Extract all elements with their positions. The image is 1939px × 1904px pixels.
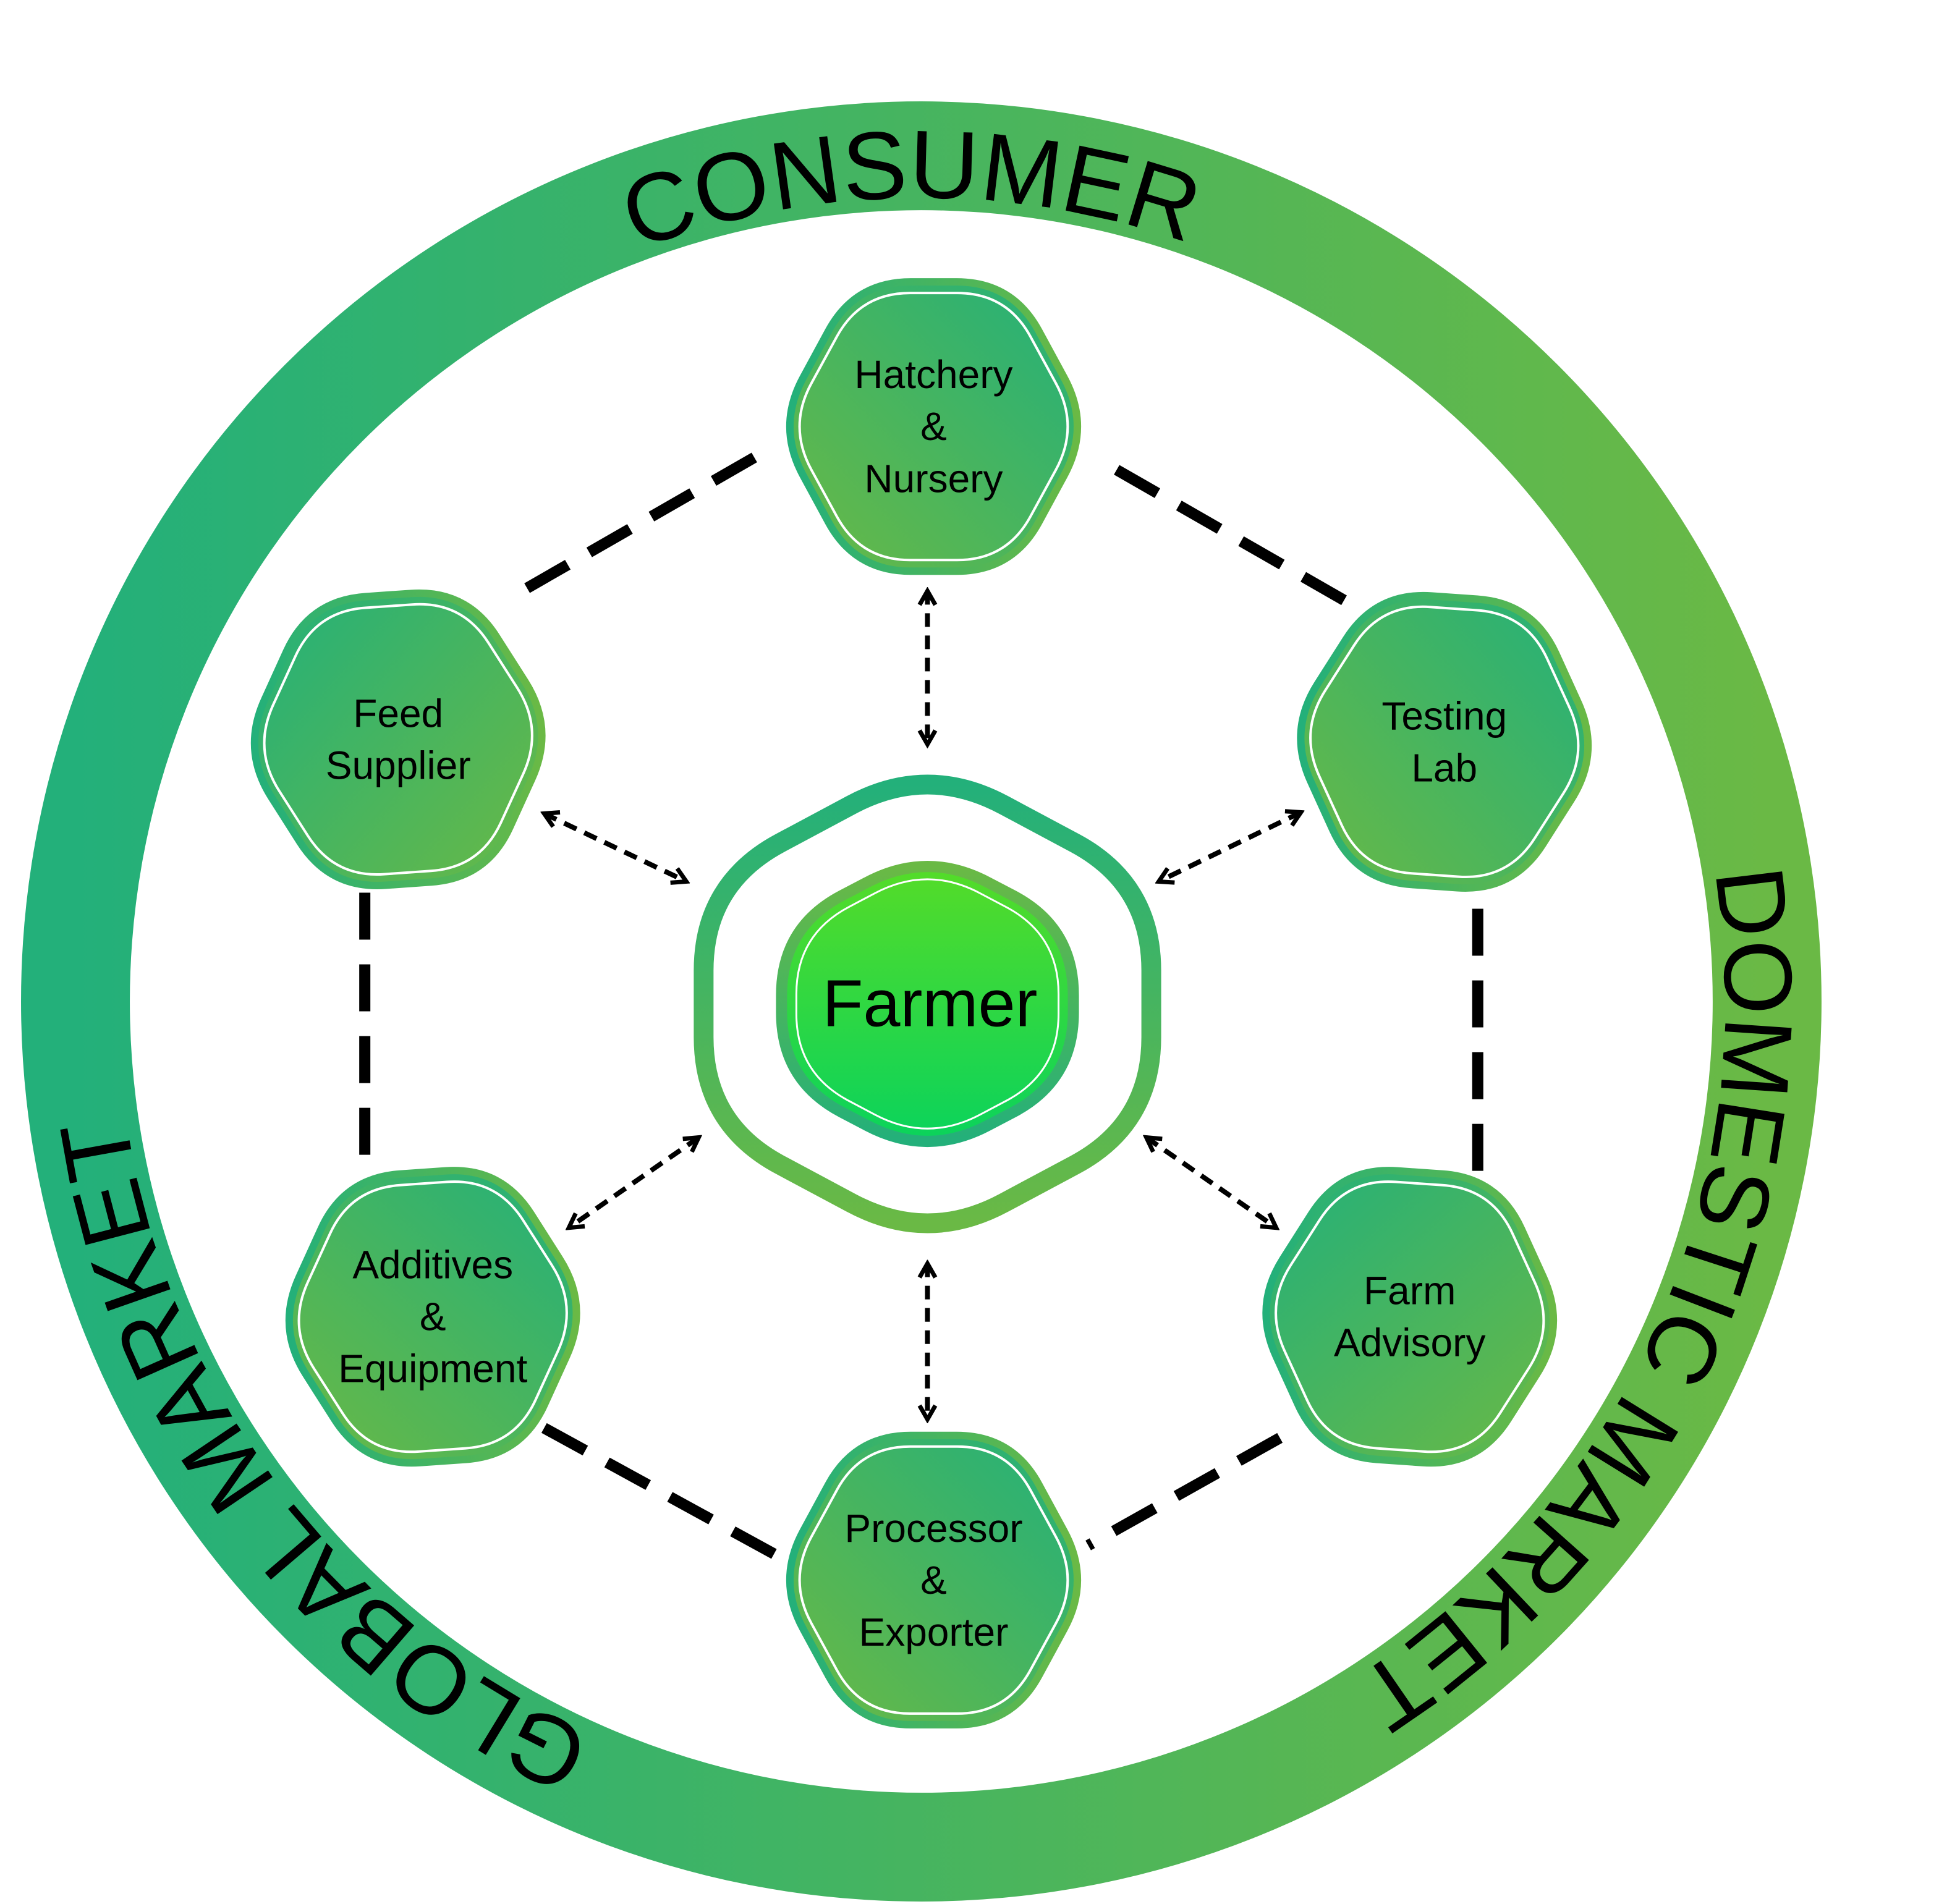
peer-links	[359, 452, 1483, 1560]
peer-link-dashed-line	[541, 1423, 779, 1560]
node-label-line: Testing	[1381, 693, 1507, 738]
node-label-line: Exporter	[859, 1610, 1009, 1654]
node-hexagon	[285, 1167, 580, 1467]
node-inner-outline	[263, 603, 533, 876]
node-label-line: &	[420, 1295, 446, 1339]
farmer-hexagon[interactable]	[776, 861, 1079, 1147]
node-label-line: Lab	[1411, 745, 1477, 790]
peer-link-dashed-line	[1085, 1432, 1283, 1551]
node-inner-outline	[798, 1445, 1069, 1715]
node-label-line: &	[920, 1558, 947, 1602]
node-additives[interactable]: Additives & Equipment	[279, 1162, 587, 1471]
node-label-line: Supplier	[326, 743, 471, 787]
node-label-line: Additives	[352, 1243, 513, 1287]
node-label-line: Feed	[353, 691, 443, 735]
node-hexagon	[1262, 1167, 1558, 1467]
node-label-line: Farm	[1364, 1269, 1456, 1313]
node-label-line: Processor	[844, 1506, 1022, 1551]
node-label-line: Nursery	[864, 456, 1003, 501]
node-label-line: Hatchery	[854, 352, 1012, 397]
node-inner-outline	[798, 292, 1069, 562]
farmer-links	[544, 591, 1300, 1419]
peer-link-dashed-line	[1114, 465, 1364, 615]
node-inner-outline	[1309, 605, 1580, 879]
node-hatchery[interactable]: Hatchery & Nursery	[786, 278, 1082, 575]
node-label-line: &	[920, 404, 947, 449]
farmer-hub: Farmer	[694, 774, 1161, 1233]
market-ring	[21, 101, 1822, 1902]
bidirectional-arrow	[569, 1138, 698, 1228]
node-label-line: Equipment	[338, 1347, 527, 1391]
node-inner-outline	[1275, 1180, 1545, 1453]
node-hexagon	[786, 1431, 1082, 1728]
bidirectional-arrow	[1159, 812, 1301, 881]
bidirectional-arrow	[1147, 1138, 1276, 1228]
node-hexagon	[786, 278, 1082, 575]
node-inner-outline	[297, 1180, 568, 1453]
farmer-inner-outline	[795, 878, 1060, 1130]
bidirectional-arrow	[544, 813, 686, 881]
node-label-line: Advisory	[1334, 1321, 1485, 1365]
farmer-label: Farmer	[822, 966, 1037, 1041]
node-processor[interactable]: Processor & Exporter	[786, 1431, 1082, 1728]
peer-link-dashed-line	[504, 452, 757, 605]
node-hexagon	[1297, 591, 1592, 892]
node-hexagon	[250, 589, 546, 889]
